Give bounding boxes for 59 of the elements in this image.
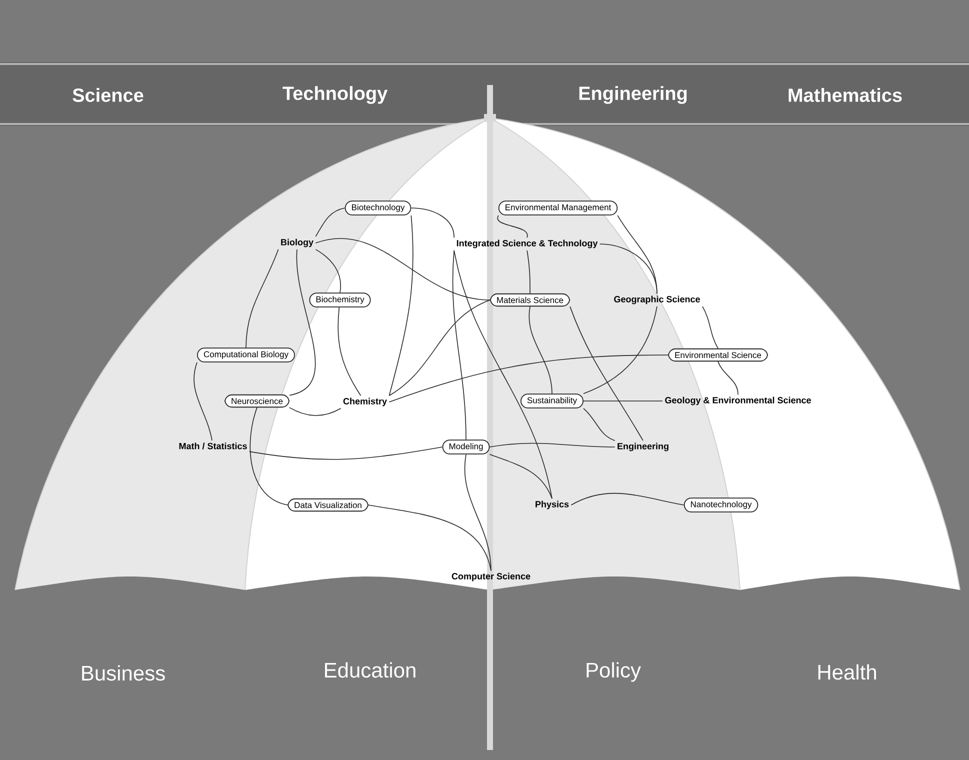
connector-line xyxy=(599,244,658,294)
topic-label: Computer Science xyxy=(452,572,530,582)
connector-line xyxy=(250,407,288,506)
connector-line xyxy=(454,250,552,499)
category-label: Mathematics xyxy=(788,88,902,102)
topic-box: Environmental Science xyxy=(668,348,768,362)
topic-box: Environmental Management xyxy=(498,200,618,216)
connector-line xyxy=(452,250,466,440)
connector-line xyxy=(583,400,663,402)
topic-box: Computational Biology xyxy=(197,348,295,362)
connector-line xyxy=(315,238,490,300)
connector-line xyxy=(249,446,443,460)
category-label: Engineering xyxy=(579,86,687,104)
connector-line xyxy=(583,306,658,394)
connector-line xyxy=(194,362,212,441)
connector-line xyxy=(315,208,346,237)
category-label: Health xyxy=(818,664,876,680)
category-label: Business xyxy=(82,665,165,681)
category-label: Education xyxy=(325,662,416,678)
connector-line xyxy=(368,504,492,571)
category-label: Policy xyxy=(586,662,641,682)
topic-label: Physics xyxy=(536,500,569,510)
topic-label: Geology & Environmental Science xyxy=(665,396,811,406)
connector-line xyxy=(464,454,492,571)
connector-line xyxy=(702,306,718,349)
connector-line xyxy=(388,354,668,402)
connector-line xyxy=(583,408,616,441)
topic-label: Geographic Science xyxy=(614,296,700,304)
topic-box: Neuroscience xyxy=(224,394,290,408)
connector-line xyxy=(489,454,552,499)
topic-label: Chemistry xyxy=(343,398,387,406)
topic-box: Data Visualization xyxy=(288,498,368,512)
topic-box: Biochemistry xyxy=(309,292,371,308)
connector-line xyxy=(315,249,341,293)
connector-line xyxy=(528,306,552,394)
connector-line xyxy=(338,307,362,396)
topic-box: Biotechnology xyxy=(344,200,412,216)
topic-label: Biology xyxy=(281,238,314,248)
topic-box: Sustainability xyxy=(520,394,584,408)
topic-label: Engineering xyxy=(618,442,668,452)
connector-line xyxy=(570,306,644,441)
topic-label: Math / Statistics xyxy=(179,442,247,450)
connector-line xyxy=(388,300,490,396)
topic-box: Nanotechnology xyxy=(684,498,758,512)
connector-line xyxy=(497,215,528,238)
connector-line xyxy=(388,215,414,396)
category-label: Technology xyxy=(282,86,388,104)
connector-line xyxy=(718,361,738,395)
connector-line xyxy=(570,492,684,506)
category-label: Science xyxy=(72,88,144,102)
connector-line xyxy=(246,249,279,348)
connector-line xyxy=(526,250,530,294)
connector-line xyxy=(289,407,342,416)
connector-line xyxy=(289,249,316,396)
topic-box: Materials Science xyxy=(490,293,570,307)
connector-line xyxy=(489,442,616,448)
connector-line xyxy=(410,208,455,238)
topic-box: Modeling xyxy=(442,440,490,454)
topic-label: Integrated Science & Technology xyxy=(456,240,598,248)
